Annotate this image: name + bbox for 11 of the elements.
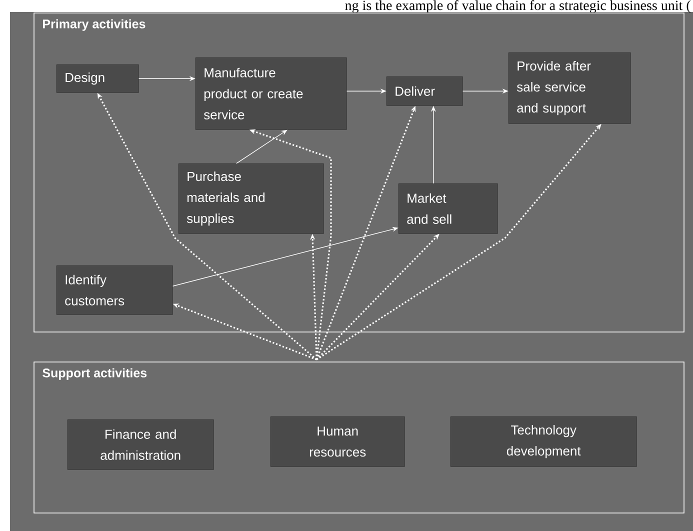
title-text: ng is the example of value chain for a strategic business unit ( bbox=[345, 0, 690, 14]
activity-box: Identify customers bbox=[56, 265, 173, 315]
activity-box: Manufacture product or create service bbox=[195, 57, 347, 130]
activity-box: Purchase materials and supplies bbox=[178, 163, 324, 234]
activity-box: Finance and administration bbox=[67, 419, 214, 470]
activity-box: Provide after sale service and support bbox=[508, 52, 631, 124]
activity-box: Human resources bbox=[270, 416, 405, 467]
activity-box: Deliver bbox=[386, 76, 463, 106]
activity-box: Market and sell bbox=[398, 183, 498, 234]
activity-box: Design bbox=[56, 64, 139, 93]
activity-box: Technology development bbox=[450, 416, 637, 467]
